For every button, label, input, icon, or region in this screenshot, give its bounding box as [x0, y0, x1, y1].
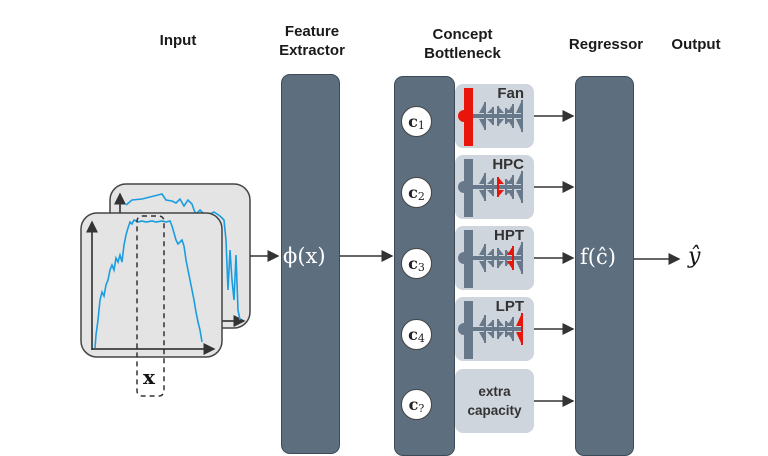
hpt-stage-icon-spine: [512, 175, 514, 199]
lpc-stage-icon-spine: [484, 315, 486, 343]
feature-extractor-block: [281, 74, 340, 454]
hpt-stage-icon-spine: [512, 104, 514, 128]
lpt-stage-icon: [516, 100, 522, 132]
lpt-stage-icon-spine: [521, 100, 523, 132]
input-card-front: [80, 212, 223, 358]
lpt-stage-icon-spine: [521, 171, 523, 203]
lpc-stage-icon: [479, 244, 485, 272]
header-feature-extractor-line1: Feature: [284, 23, 340, 40]
lpc-stage2-icon-spine: [492, 107, 494, 125]
header-concept-bottleneck: Concept Bottleneck: [410, 25, 515, 63]
concept-index: 3: [417, 260, 425, 274]
component-label: HPT: [494, 227, 524, 244]
concept-box-extra-capacity: extra capacity: [455, 369, 534, 433]
input-signals: [80, 183, 280, 397]
component-label: Fan: [497, 85, 524, 102]
fan-hub-icon: [458, 181, 470, 193]
concept-symbol: c: [408, 254, 418, 273]
lpc-stage-icon-spine: [484, 102, 486, 130]
hpt-stage-icon-spine: [512, 317, 514, 341]
hpt-stage-icon: [507, 246, 513, 270]
lpc-stage-icon: [479, 102, 485, 130]
combustor-icon-spine: [505, 108, 507, 124]
regressor-expression: f(ĉ): [580, 245, 616, 269]
output-symbol: ŷ: [688, 244, 701, 269]
lpc-stage2-icon: [487, 107, 493, 125]
hpt-stage-icon: [507, 317, 513, 341]
extra-capacity-line1: extra: [478, 384, 511, 399]
header-feature-extractor: Feature Extractor: [262, 22, 362, 60]
hpc-stage-icon: [498, 106, 504, 126]
header-output: Output: [671, 36, 721, 53]
combustor-icon-spine: [505, 321, 507, 337]
lpt-stage-icon: [516, 171, 522, 203]
hpt-stage-icon: [507, 104, 513, 128]
lpt-stage-icon-spine: [521, 242, 523, 274]
lpc-stage2-icon-spine: [492, 320, 494, 338]
component-label: LPT: [495, 298, 524, 315]
feature-extractor-expression: ϕ(x): [283, 244, 326, 268]
concept-symbol: c: [408, 395, 419, 414]
window-label: x: [143, 365, 155, 389]
extra-capacity-line2: capacity: [467, 403, 522, 418]
fan-hub-icon: [458, 110, 470, 122]
header-regressor: Regressor: [568, 36, 644, 53]
lpc-stage2-icon: [487, 320, 493, 338]
hpt-stage-icon-spine: [512, 246, 514, 270]
concept-index: 2: [417, 189, 425, 203]
concept-symbol: c: [408, 183, 418, 202]
hpc-stage-icon-spine: [497, 106, 499, 126]
lpc-stage-icon-spine: [484, 173, 486, 201]
lpc-stage2-icon-spine: [492, 178, 494, 196]
header-feature-extractor-line2: Extractor: [279, 42, 345, 59]
window-selection: [136, 215, 165, 397]
output-arrows: [340, 250, 681, 265]
lpt-stage-icon-spine: [521, 313, 523, 345]
header-input: Input: [159, 32, 197, 49]
front-signal-line: [94, 218, 203, 349]
hpc-stage-icon-spine: [497, 248, 499, 268]
header-concept-bottleneck-line2: Bottleneck: [424, 45, 501, 62]
hpc-stage-icon: [498, 177, 504, 197]
regressor-block: [575, 76, 634, 456]
component-label: HPC: [492, 156, 524, 173]
back-signal-line: [125, 193, 241, 321]
combustor-icon-spine: [505, 250, 507, 266]
concept-symbol: c: [408, 325, 418, 344]
lpc-stage2-icon: [487, 178, 493, 196]
lpt-stage-icon: [516, 242, 522, 274]
fan-hub-icon: [458, 252, 470, 264]
concept-index: 4: [417, 331, 425, 345]
combustor-icon-spine: [505, 179, 507, 195]
hpc-stage-icon-spine: [497, 319, 499, 339]
hpc-stage-icon-spine: [497, 177, 499, 197]
concept-symbol: c: [408, 112, 418, 131]
hpt-stage-icon: [507, 175, 513, 199]
lpc-stage2-icon-spine: [492, 249, 494, 267]
header-concept-bottleneck-line1: Concept: [432, 26, 493, 43]
lpc-stage-icon-spine: [484, 244, 486, 272]
concept-node-extra: c?: [401, 389, 432, 420]
hpc-stage-icon: [498, 248, 504, 268]
lpc-stage-icon: [479, 173, 485, 201]
lpc-stage-icon: [479, 315, 485, 343]
fan-hub-icon: [458, 323, 470, 335]
concept-index: ?: [418, 401, 425, 415]
concept-index: 1: [417, 118, 425, 132]
lpc-stage2-icon: [487, 249, 493, 267]
hpc-stage-icon: [498, 319, 504, 339]
lpt-stage-icon: [516, 313, 522, 345]
engine-icons-layer: [458, 88, 575, 407]
